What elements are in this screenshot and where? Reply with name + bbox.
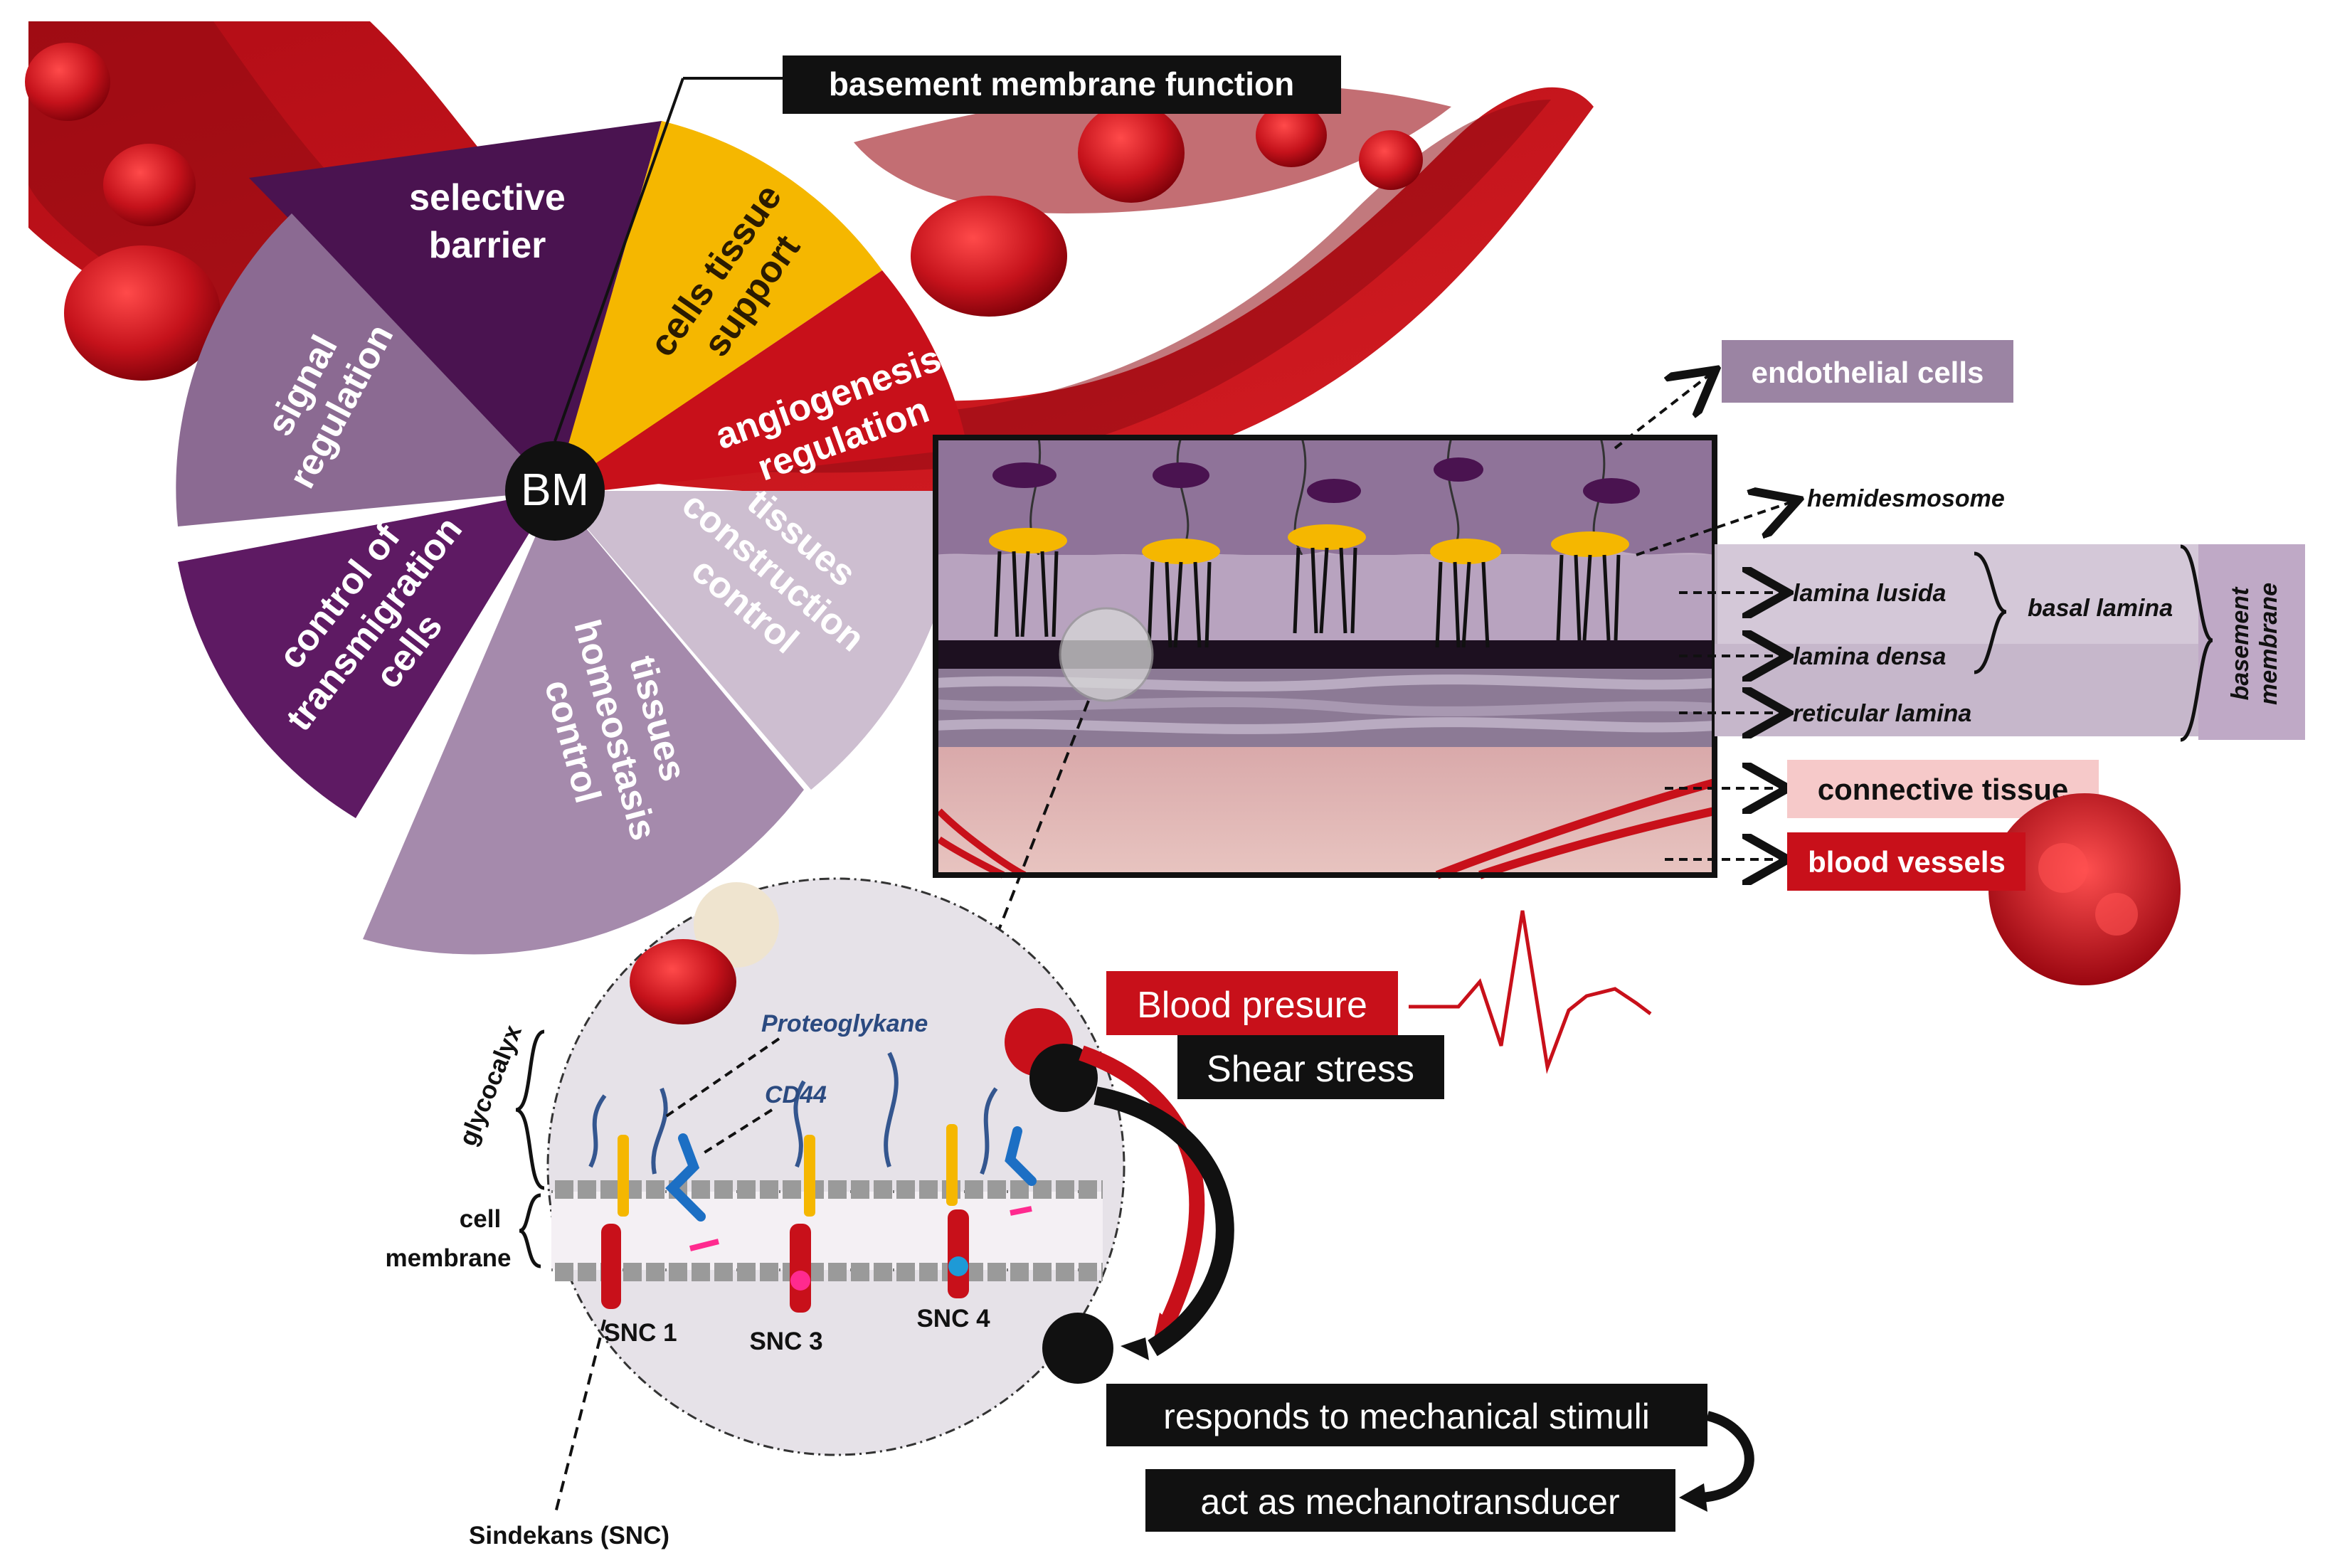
- hemidesmosome-clusters: [989, 524, 1629, 648]
- function-wheel: BM: [176, 121, 968, 955]
- label-glycocalyx: glycocalyx: [454, 1021, 527, 1150]
- label-hemidesmosome: hemidesmosome: [1807, 485, 2005, 512]
- label-sindekans: Sindekans (SNC): [469, 1522, 669, 1550]
- label-selective-barrier-1: selective: [409, 177, 566, 218]
- label-connective-tissue: connective tissue: [1818, 773, 2068, 806]
- label-lamina-densa: lamina densa: [1793, 643, 1946, 670]
- label-shear-stress: Shear stress: [1207, 1049, 1414, 1090]
- mechanics: Blood presure Shear stress responds to m…: [1005, 910, 1754, 1532]
- title: basement membrane function: [829, 65, 1294, 102]
- label-blood-vessels: blood vessels: [1808, 845, 2006, 879]
- label-blood-pressure: Blood presure: [1137, 985, 1367, 1026]
- syndecan-snc4: [946, 1124, 969, 1298]
- lipid-bilayer: [551, 1180, 1103, 1281]
- syndecan-snc1: [601, 1135, 629, 1309]
- membrane-panel: [933, 435, 1717, 879]
- sector-selective-barrier: [249, 121, 662, 491]
- label-snc4: SNC 4: [916, 1305, 990, 1333]
- label-reticular-lamina: reticular lamina: [1793, 700, 1971, 727]
- label-cell-membrane-2: membrane: [385, 1244, 511, 1272]
- label-mechanotransducer: act as mechanotransducer: [1200, 1482, 1619, 1522]
- sector-control-of-transmigration: [178, 491, 555, 818]
- label-basement-membrane-1: basement: [2227, 586, 2254, 700]
- label-basal-lamina: basal lamina: [2028, 595, 2173, 622]
- bm-center-label: BM: [521, 464, 589, 515]
- red-blood-cells: [25, 43, 1423, 381]
- label-snc3: SNC 3: [749, 1328, 822, 1355]
- label-responds: responds to mechanical stimuli: [1163, 1397, 1650, 1436]
- label-lamina-lusida: lamina lusida: [1793, 580, 1946, 607]
- title-box: basement membrane function: [554, 55, 1341, 442]
- layer-labels: endothelial cells hemidesmosome lamina l…: [1614, 340, 2282, 985]
- sector-signal-regulation: [176, 213, 555, 526]
- syndecan-snc3: [790, 1135, 815, 1313]
- label-snc1: SNC 1: [603, 1319, 677, 1347]
- cd44-molecule: [665, 1126, 1037, 1222]
- bm-center: [505, 441, 605, 541]
- sector-angiogenesis-regulation: [555, 270, 968, 491]
- label-selective-barrier-2: barrier: [429, 225, 546, 266]
- cell-detail: Proteoglykane CD44 glycocalyx cell membr…: [385, 700, 1126, 1550]
- label-cell-membrane-1: cell: [460, 1205, 501, 1233]
- label-proteoglykane: Proteoglykane: [761, 1010, 928, 1037]
- label-basement-membrane-2: membrane: [2255, 583, 2282, 705]
- sector-tissues-homeostasis-control: [363, 491, 804, 955]
- sector-tissues-construction-control: [555, 491, 960, 790]
- label-endothelial-cells: endothelial cells: [1752, 356, 1984, 389]
- label-cd44: CD44: [765, 1081, 827, 1108]
